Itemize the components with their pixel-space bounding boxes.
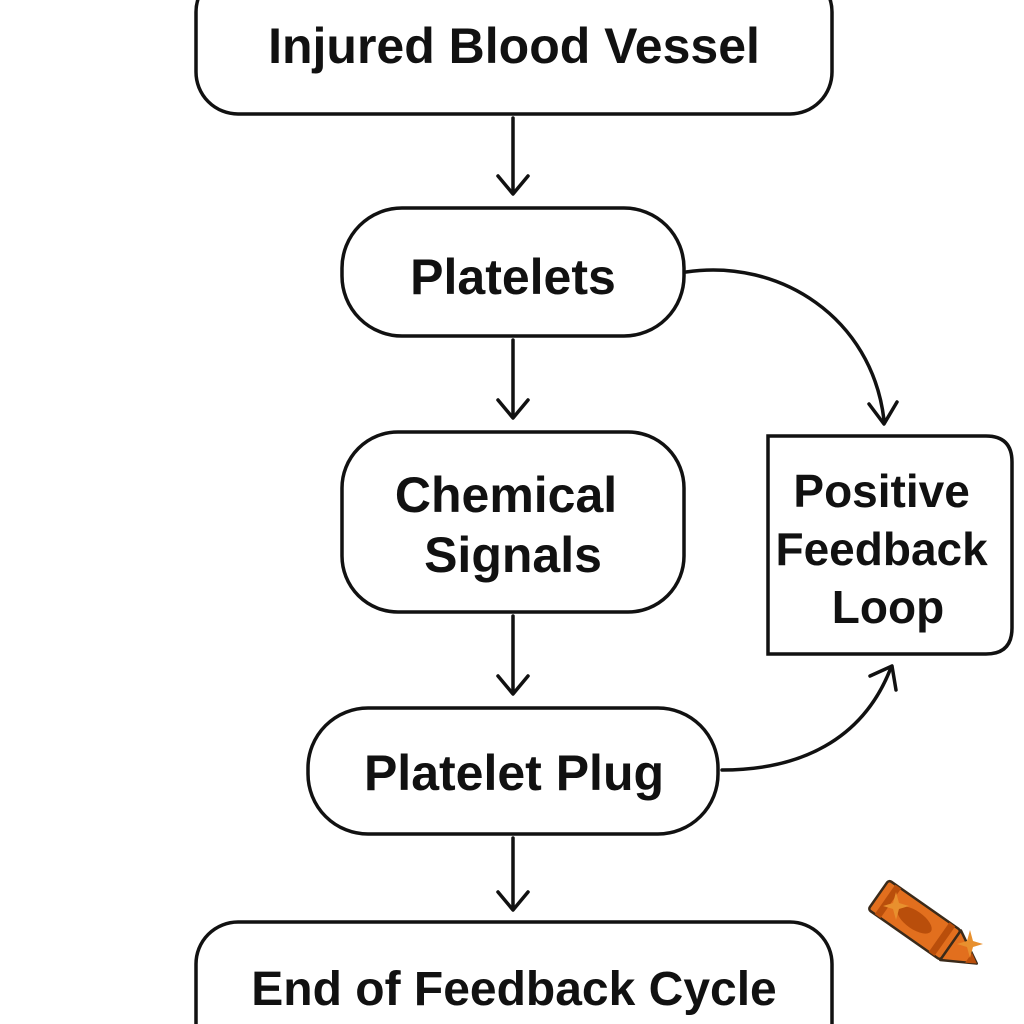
node-injured-blood-vessel: Injured Blood Vessel — [194, 0, 834, 116]
node-loop-line-3: Loop — [832, 581, 944, 633]
arrow-plug-to-end — [496, 836, 530, 912]
node-chemical-line-2: Signals — [424, 527, 602, 583]
node-chemical-label: Chemical Signals — [395, 467, 631, 583]
crayon-icon — [868, 879, 979, 965]
node-chemical-signals: Chemical Signals — [340, 430, 686, 614]
node-platelets-label: Platelets — [410, 249, 616, 305]
node-platelets: Platelets — [340, 206, 686, 338]
node-positive-feedback-loop: Positive Feedback Loop — [766, 434, 1014, 656]
node-loop-line-2: Feedback — [776, 523, 989, 575]
node-end-label: End of Feedback Cycle — [251, 963, 777, 1016]
sparkle-icon — [883, 892, 909, 920]
node-end-of-feedback-cycle: End of Feedback Cycle — [194, 920, 834, 1024]
node-chemical-line-1: Chemical — [395, 467, 617, 523]
node-loop-label: Positive Feedback Loop — [776, 465, 1001, 633]
arrow-chemical-to-plug — [496, 614, 530, 696]
sparkle-icon — [957, 930, 983, 958]
arrow-platelets-to-loop — [684, 268, 899, 426]
node-loop-line-1: Positive — [793, 465, 969, 517]
arrow-platelets-to-chemical — [496, 338, 530, 420]
node-plug-label: Platelet Plug — [364, 745, 664, 801]
arrow-plug-to-loop — [720, 664, 898, 772]
node-injured-label: Injured Blood Vessel — [268, 18, 760, 74]
arrow-injured-to-platelets — [496, 116, 530, 196]
node-platelet-plug: Platelet Plug — [306, 706, 720, 836]
